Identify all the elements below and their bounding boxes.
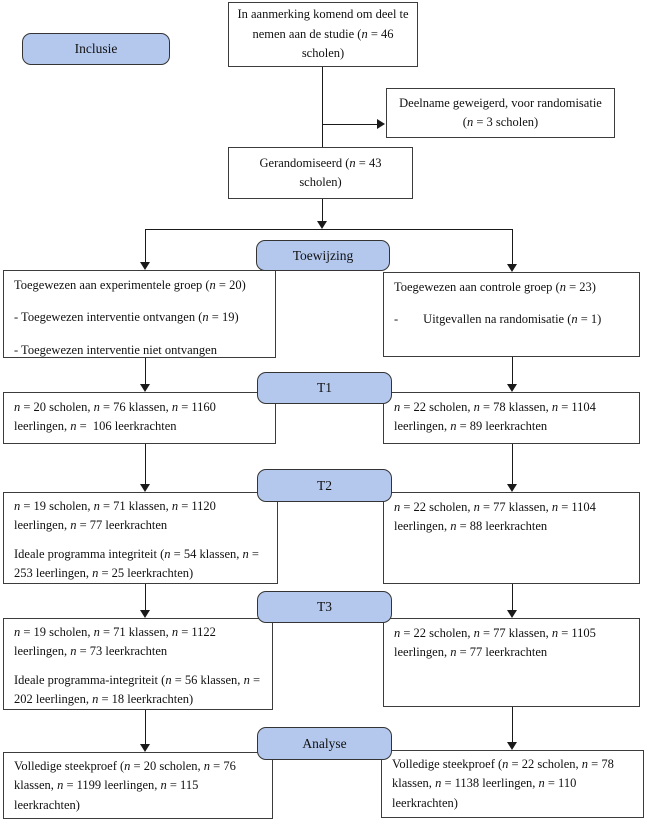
stage-label-analyse: Analyse bbox=[257, 727, 392, 760]
stage-label-t2: T2 bbox=[257, 469, 392, 502]
box-declined-text: Deelname geweigerd, voor randomisatie (n… bbox=[399, 95, 602, 129]
connector-t2-to-t3-ctrl bbox=[512, 584, 513, 611]
arrowhead-down-analyse-ctrl bbox=[507, 742, 517, 750]
t1-control-text: n = 22 scholen, n = 78 klassen, n = 1104… bbox=[394, 400, 596, 434]
stage-label-inclusie: Inclusie bbox=[22, 33, 170, 65]
analysis-experimental-text: Volledige steekproef (n = 20 scholen, n … bbox=[14, 759, 236, 812]
arrowhead-down-t3-ctrl bbox=[507, 610, 517, 618]
stage-label-analyse-text: Analyse bbox=[302, 735, 347, 751]
t2-experimental-counts: n = 19 scholen, n = 71 klassen, n = 1120… bbox=[14, 499, 216, 533]
connector-branch-to-alloc-ctrl bbox=[512, 229, 513, 265]
box-declined: Deelname geweigerd, voor randomisatie (n… bbox=[386, 88, 615, 138]
connector-t3-to-analyse-ctrl bbox=[512, 707, 513, 743]
arrowhead-down-t2-ctrl bbox=[507, 484, 517, 492]
t2-experimental-integrity: Ideale programma integriteit (n = 54 kla… bbox=[14, 546, 259, 581]
box-t2-control: n = 22 scholen, n = 77 klassen, n = 1104… bbox=[383, 492, 640, 584]
box-eligible-text: In aanmerking komend om deel te nemen aa… bbox=[237, 7, 409, 61]
arrowhead-down-t1-ctrl bbox=[507, 384, 517, 392]
box-randomized: Gerandomiseerd (n = 43 scholen) bbox=[228, 147, 413, 199]
connector-t1-to-t2-ctrl bbox=[512, 444, 513, 485]
stage-label-toewijzing: Toewijzing bbox=[256, 240, 390, 271]
connector-alloc-to-t1-exp bbox=[145, 358, 146, 385]
box-t1-experimental: n = 20 scholen, n = 76 klassen, n = 1160… bbox=[3, 392, 276, 444]
arrowhead-down-t3-exp bbox=[140, 610, 150, 618]
box-allocation-control: Toegewezen aan controle groep (n = 23) -… bbox=[383, 272, 640, 357]
connector-t2-to-t3-exp bbox=[145, 584, 146, 611]
stage-label-t1: T1 bbox=[257, 372, 392, 404]
arrowhead-down-t2-exp bbox=[140, 484, 150, 492]
arrowhead-down-alloc-exp bbox=[140, 262, 150, 270]
box-t1-control: n = 22 scholen, n = 78 klassen, n = 1104… bbox=[383, 392, 640, 444]
stage-label-t1-text: T1 bbox=[317, 380, 332, 395]
stage-label-t3: T3 bbox=[257, 591, 392, 623]
box-eligible: In aanmerking komend om deel te nemen aa… bbox=[228, 2, 418, 67]
t2-control-text: n = 22 scholen, n = 77 klassen, n = 1104… bbox=[394, 500, 596, 534]
arrowhead-down-analyse-exp bbox=[140, 744, 150, 752]
box-analysis-control: Volledige steekproef (n = 22 scholen, n … bbox=[381, 750, 644, 818]
analysis-control-text: Volledige steekproef (n = 22 scholen, n … bbox=[392, 757, 614, 810]
box-t3-control: n = 22 scholen, n = 77 klassen, n = 1105… bbox=[383, 618, 640, 707]
connector-alloc-to-t1-ctrl bbox=[512, 357, 513, 385]
allocation-experimental-line: - Toegewezen interventie ontvangen (n = … bbox=[14, 310, 239, 325]
connector-t3-to-analyse-exp bbox=[145, 710, 146, 745]
connector-randomized-to-branch bbox=[322, 199, 323, 222]
stage-label-toewijzing-text: Toewijzing bbox=[292, 247, 354, 263]
allocation-control-line: Toegewezen aan controle groep (n = 23) bbox=[394, 280, 596, 294]
t3-experimental-counts: n = 19 scholen, n = 71 klassen, n = 1122… bbox=[14, 625, 216, 659]
connector-eligible-to-randomized bbox=[322, 67, 323, 148]
connector-branch-horizontal bbox=[145, 229, 513, 230]
t1-experimental-text: n = 20 scholen, n = 76 klassen, n = 1160… bbox=[14, 400, 216, 434]
arrowhead-down-branch bbox=[317, 221, 327, 229]
connector-to-declined bbox=[323, 124, 379, 125]
arrowhead-right-declined bbox=[377, 119, 385, 129]
connector-branch-to-alloc-exp bbox=[145, 229, 146, 263]
stage-label-inclusie-text: Inclusie bbox=[74, 41, 118, 56]
arrowhead-down-alloc-ctrl bbox=[507, 264, 517, 272]
t3-control-text: n = 22 scholen, n = 77 klassen, n = 1105… bbox=[394, 626, 596, 660]
box-analysis-experimental: Volledige steekproef (n = 20 scholen, n … bbox=[3, 752, 273, 819]
allocation-control-line: - Uitgevallen na randomisatie (n = 1) bbox=[394, 312, 602, 327]
box-t2-experimental: n = 19 scholen, n = 71 klassen, n = 1120… bbox=[3, 492, 278, 584]
arrowhead-down-t1-exp bbox=[140, 384, 150, 392]
box-randomized-text: Gerandomiseerd (n = 43 scholen) bbox=[259, 155, 382, 189]
allocation-experimental-line: - Toegewezen interventie niet ontvangen bbox=[14, 342, 217, 357]
stage-label-t2-text: T2 bbox=[317, 477, 332, 493]
t3-experimental-integrity: Ideale programma-integriteit (n = 56 kla… bbox=[14, 672, 260, 707]
box-t3-experimental: n = 19 scholen, n = 71 klassen, n = 1122… bbox=[3, 618, 273, 710]
connector-t1-to-t2-exp bbox=[145, 444, 146, 485]
stage-label-t3-text: T3 bbox=[317, 599, 332, 614]
allocation-experimental-line: Toegewezen aan experimentele groep (n = … bbox=[14, 278, 246, 292]
box-allocation-experimental: Toegewezen aan experimentele groep (n = … bbox=[3, 270, 276, 358]
